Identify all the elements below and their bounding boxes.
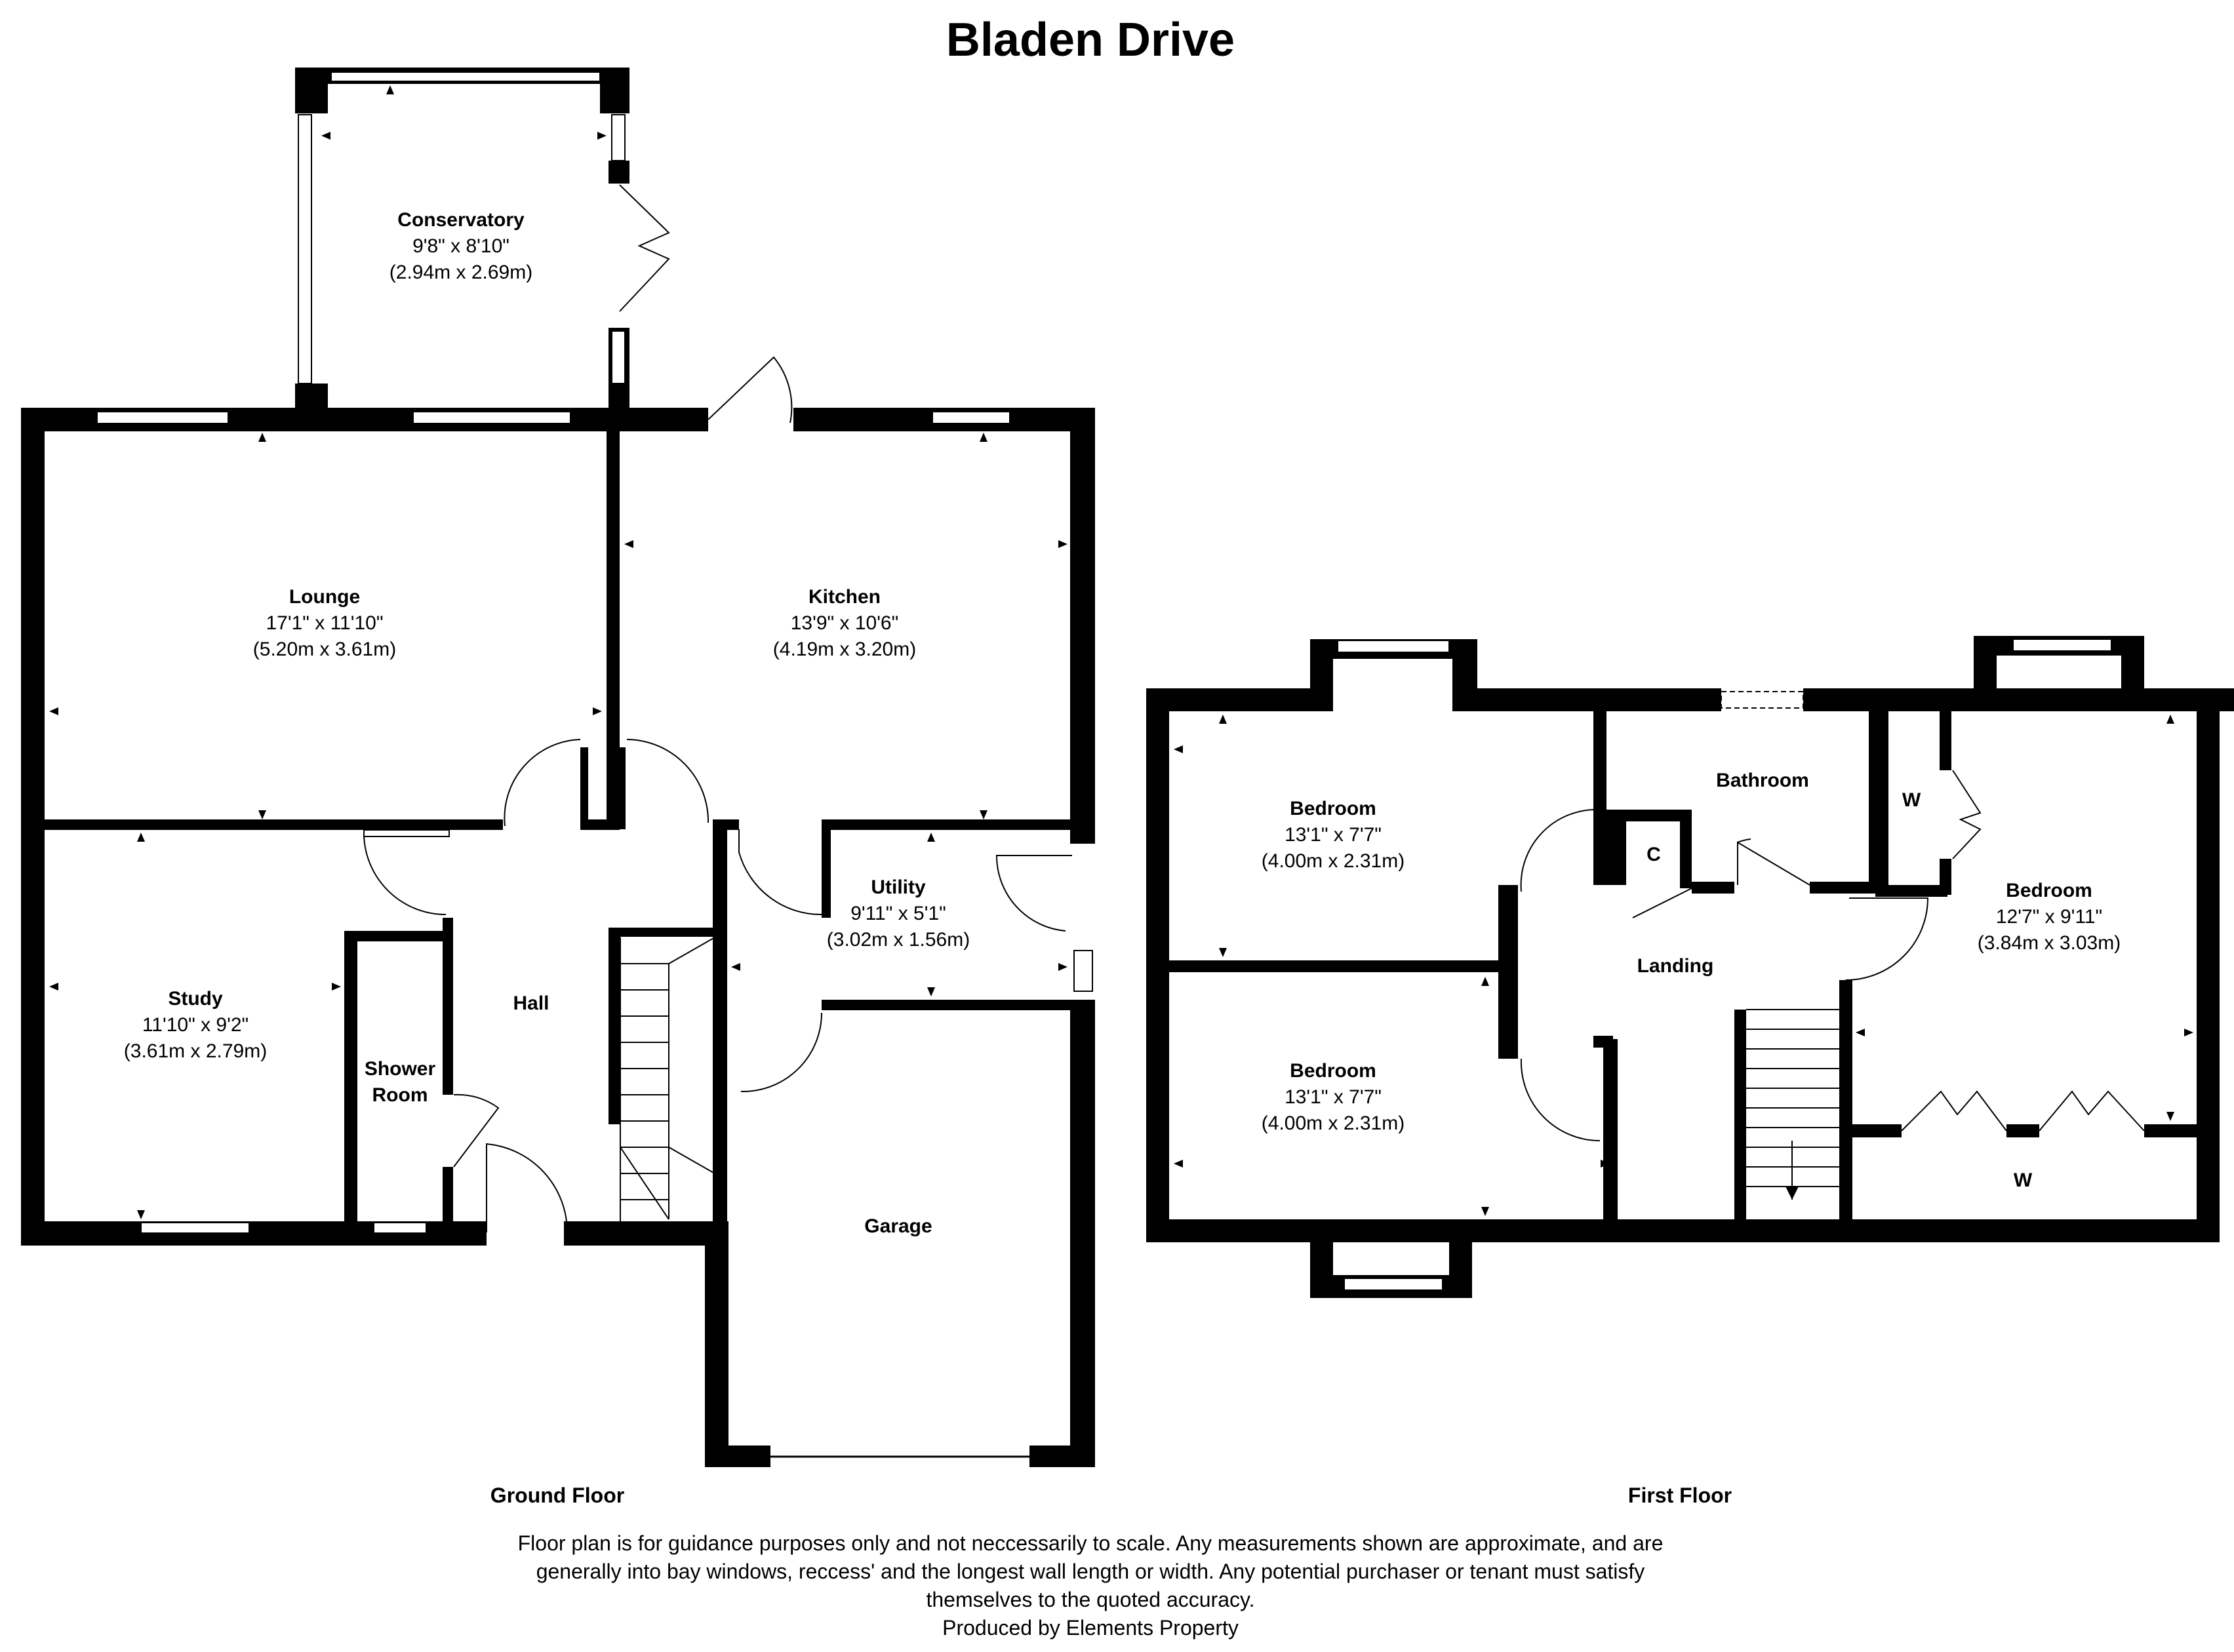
room-lounge: Lounge 17'1" x 11'10" (5.20m x 3.61m) [253, 586, 396, 660]
ground-stairs [620, 937, 715, 1223]
utility-metric: (3.02m x 1.56m) [827, 929, 970, 951]
bedroom1-metric: (4.00m x 2.31m) [1262, 850, 1405, 872]
conservatory-name: Conservatory [397, 209, 525, 231]
room-shower: Shower Room [365, 1058, 436, 1106]
bathroom-name: Bathroom [1716, 770, 1809, 791]
conservatory-metric: (2.94m x 2.69m) [389, 262, 532, 283]
page-title: Bladen Drive [946, 14, 1235, 66]
garage-name: Garage [864, 1215, 932, 1237]
utility-name: Utility [871, 876, 926, 898]
utility-imperial: 9'11" x 5'1" [850, 903, 946, 924]
bedroom2-metric: (4.00m x 2.31m) [1262, 1112, 1405, 1134]
disclaimer-line-4: Produced by Elements Property [942, 1616, 1239, 1640]
disclaimer: Floor plan is for guidance purposes only… [518, 1531, 1664, 1640]
disclaimer-line-2: generally into bay windows, reccess' and… [536, 1560, 1645, 1583]
study-imperial: 11'10" x 9'2" [142, 1014, 249, 1036]
wardrobe-label-top: W [1902, 789, 1921, 811]
kitchen-metric: (4.19m x 3.20m) [773, 639, 916, 660]
shower-room-line1: Shower [365, 1058, 436, 1080]
room-conservatory: Conservatory 9'8" x 8'10" (2.94m x 2.69m… [389, 209, 532, 283]
ground-floor-label: Ground Floor [490, 1484, 624, 1507]
study-name: Study [168, 988, 223, 1010]
bedroom1-imperial: 13'1" x 7'7" [1285, 824, 1382, 846]
lounge-metric: (5.20m x 3.61m) [253, 639, 396, 660]
room-bedroom-2: Bedroom 13'1" x 7'7" (4.00m x 2.31m) [1262, 1060, 1405, 1134]
room-utility: Utility 9'11" x 5'1" (3.02m x 1.56m) [827, 876, 970, 951]
kitchen-imperial: 13'9" x 10'6" [791, 612, 899, 634]
disclaimer-line-1: Floor plan is for guidance purposes only… [518, 1531, 1664, 1555]
cupboard-label: C [1646, 844, 1661, 865]
first-floor-stairs [1746, 1009, 1839, 1200]
bedroom3-imperial: 12'7" x 9'11" [1996, 906, 2102, 928]
conservatory-imperial: 9'8" x 8'10" [412, 235, 509, 257]
first-floor-plan [1146, 636, 2234, 1298]
first-floor-label: First Floor [1628, 1484, 1732, 1507]
landing-name: Landing [1637, 955, 1714, 977]
kitchen-name: Kitchen [808, 586, 881, 608]
bedroom3-metric: (3.84m x 3.03m) [1978, 932, 2121, 954]
bedroom1-name: Bedroom [1290, 798, 1376, 819]
bedroom2-imperial: 13'1" x 7'7" [1285, 1086, 1382, 1108]
disclaimer-line-3: themselves to the quoted accuracy. [926, 1588, 1254, 1611]
room-bedroom-1: Bedroom 13'1" x 7'7" (4.00m x 2.31m) [1262, 798, 1405, 872]
wardrobe-label-bottom: W [2014, 1170, 2033, 1191]
bedroom3-name: Bedroom [2006, 880, 2092, 901]
room-study: Study 11'10" x 9'2" (3.61m x 2.79m) [124, 988, 267, 1062]
room-kitchen: Kitchen 13'9" x 10'6" (4.19m x 3.20m) [773, 586, 916, 660]
lounge-name: Lounge [289, 586, 360, 608]
lounge-imperial: 17'1" x 11'10" [266, 612, 384, 634]
study-metric: (3.61m x 2.79m) [124, 1040, 267, 1062]
measurement-arrows [49, 85, 2193, 1219]
ground-floor-plan [21, 68, 1095, 1467]
bedroom2-name: Bedroom [1290, 1060, 1376, 1082]
room-bedroom-3: Bedroom 12'7" x 9'11" (3.84m x 3.03m) [1978, 880, 2121, 954]
hall-name: Hall [513, 993, 549, 1014]
shower-room-line2: Room [372, 1084, 428, 1106]
